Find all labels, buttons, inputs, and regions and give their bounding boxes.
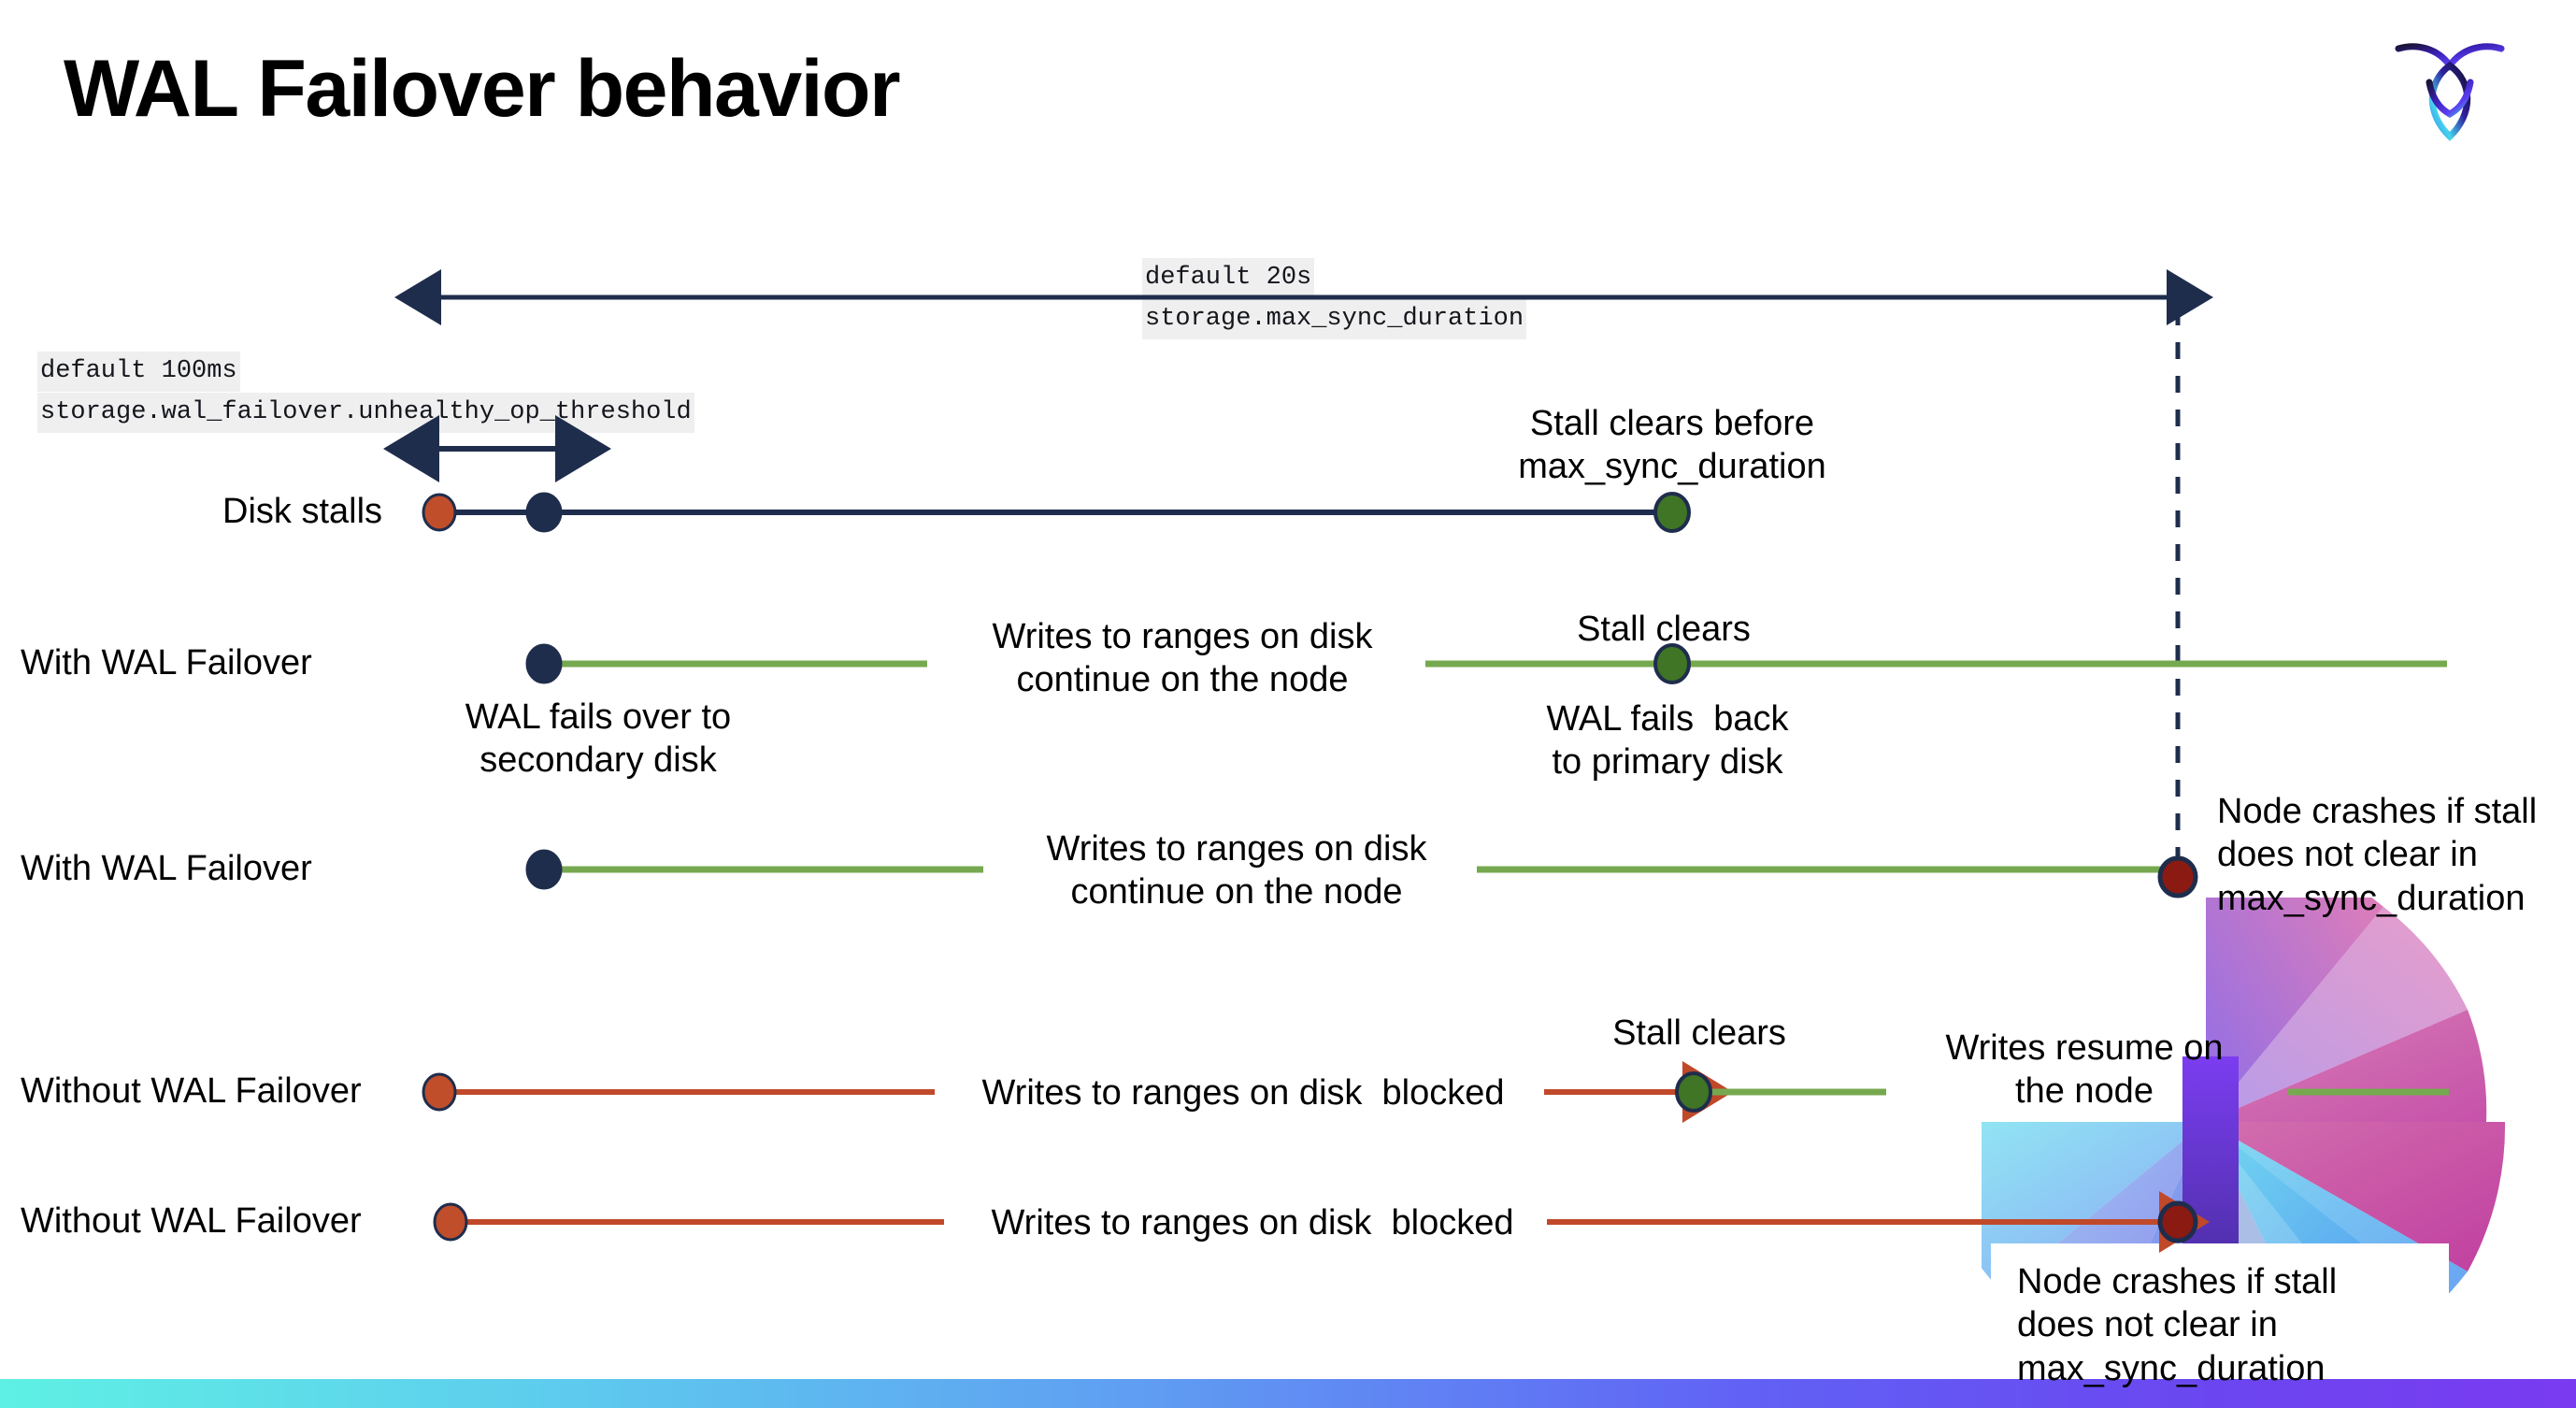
- stall-clear-marker: [1675, 1071, 1712, 1113]
- note-writes-blocked-1: Writes to ranges on disk blocked: [981, 1073, 1505, 1113]
- row-label-disk-stalls: Disk stalls: [222, 492, 383, 531]
- row-without-wal-failover-1-track: [422, 1061, 2449, 1123]
- failover-marker: [525, 849, 563, 890]
- node-crash-marker: [2157, 1200, 2198, 1243]
- note-stall-clears-before-max-sync: Stall clears before max_sync_duration: [1518, 404, 1826, 487]
- stall-start-marker: [422, 1072, 457, 1112]
- row-without-wal-failover-2-track: [433, 1191, 2210, 1253]
- row-label-with-wal-failover-2: With WAL Failover: [21, 849, 312, 888]
- page-title: WAL Failover behavior: [64, 44, 901, 134]
- note-writes-continue-2: Writes to ranges on disk continue on the…: [1046, 829, 1427, 912]
- node-crash-marker: [2157, 855, 2198, 898]
- note-writes-continue-1: Writes to ranges on disk continue on the…: [992, 617, 1373, 700]
- stall-start-marker: [422, 493, 457, 532]
- stall-clear-marker: [1653, 492, 1691, 533]
- note-node-crashes-1: Node crashes if stall does not clear in …: [2217, 792, 2538, 918]
- note-stall-clears-2: Stall clears: [1612, 1013, 1786, 1053]
- row-with-wal-failover-2-track: [525, 849, 2198, 898]
- failover-marker: [525, 492, 563, 533]
- row-with-wal-failover-1-track: [525, 643, 2447, 684]
- note-writes-blocked-2: Writes to ranges on disk blocked: [991, 1203, 1514, 1243]
- failover-marker: [525, 643, 563, 684]
- row-label-without-wal-failover-1: Without WAL Failover: [21, 1071, 362, 1111]
- row-label-without-wal-failover-2: Without WAL Failover: [21, 1201, 362, 1241]
- note-stall-clears-1: Stall clears: [1577, 610, 1751, 649]
- bottom-accent-bar: [0, 1379, 2576, 1408]
- note-writes-resume: Writes resume on the node: [1945, 1028, 2224, 1112]
- unhealthy-default-label: default 100ms: [37, 352, 240, 393]
- row-label-with-wal-failover-1: With WAL Failover: [21, 643, 312, 682]
- note-node-crashes-2: Node crashes if stall does not clear in …: [2017, 1262, 2338, 1388]
- note-wal-fails-over: WAL fails over to secondary disk: [465, 697, 732, 781]
- cockroachdb-logo-icon: [2389, 28, 2511, 145]
- note-wal-fails-back: WAL fails back to primary disk: [1546, 699, 1789, 783]
- row-disk-stalls-track: [422, 492, 1691, 533]
- stall-clear-marker: [1653, 643, 1691, 684]
- stall-start-marker: [433, 1202, 468, 1242]
